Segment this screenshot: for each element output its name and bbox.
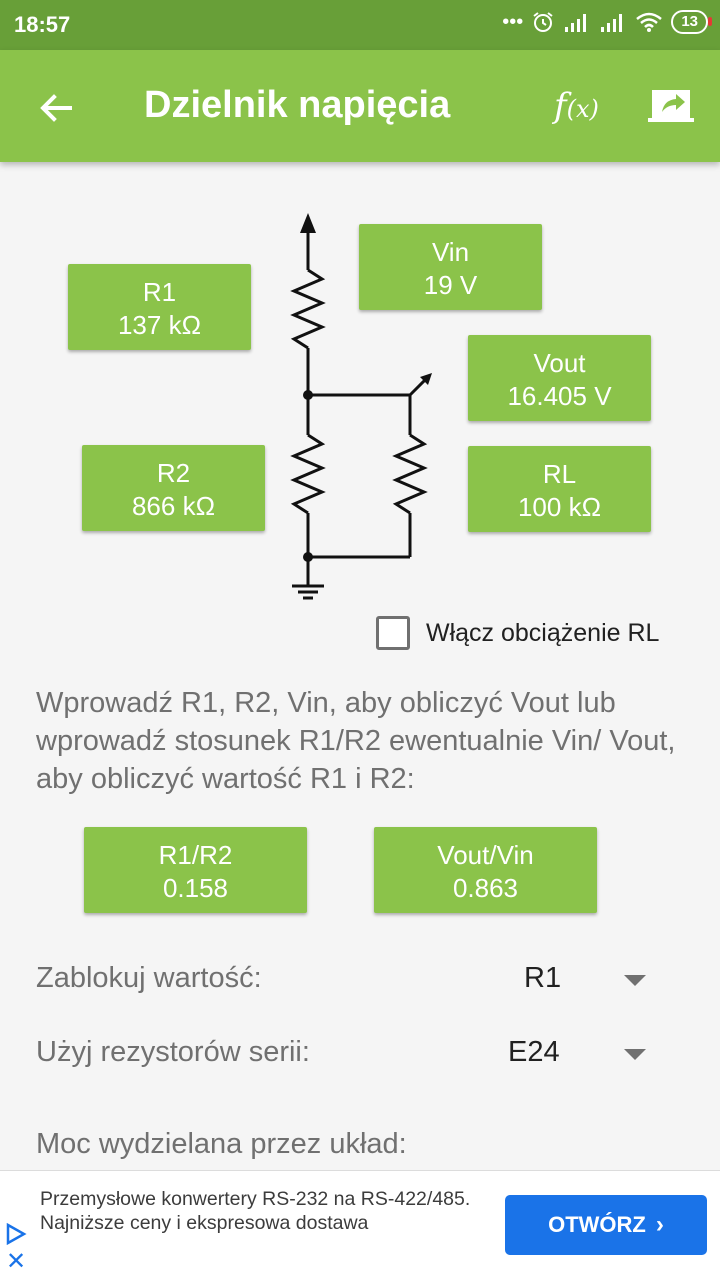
alarm-icon <box>533 12 553 32</box>
resistor-series-select[interactable]: E24 <box>508 1036 560 1068</box>
r1-box[interactable]: R1 137 kΩ <box>68 264 251 350</box>
voltage-divider-schematic <box>290 213 432 600</box>
wifi-icon <box>636 12 663 32</box>
r2-box[interactable]: R2 866 kΩ <box>82 445 265 531</box>
status-bar: 18:57 ••• 13 <box>0 0 720 50</box>
share-icon[interactable] <box>648 86 694 126</box>
status-icons: ••• 13 <box>502 10 712 34</box>
vout-label: Vout <box>533 348 586 378</box>
vin-arrow <box>300 213 316 233</box>
r1-resistor-symbol <box>290 268 326 350</box>
formula-button[interactable]: f(x) <box>554 86 599 126</box>
ad-open-button[interactable]: OTWÓRZ › <box>505 1195 707 1255</box>
vout-box[interactable]: Vout 16.405 V <box>468 335 651 421</box>
app-bar: Dzielnik napięcia f(x) <box>0 50 720 162</box>
ad-choices-icon[interactable] <box>5 1223 27 1245</box>
voutvin-value: 0.863 <box>452 873 519 903</box>
r1r2-box[interactable]: R1/R2 0.158 <box>84 827 307 913</box>
vin-label: Vin <box>431 237 470 267</box>
load-toggle[interactable]: Włącz obciążenie RL <box>376 616 659 650</box>
lock-value-select[interactable]: R1 <box>524 962 562 994</box>
more-dots-icon: ••• <box>502 10 524 33</box>
rl-resistor-symbol <box>392 433 428 515</box>
ad-text[interactable]: Przemysłowe konwertery RS-232 na RS-422/… <box>40 1188 471 1234</box>
vin-value: 19 V <box>423 270 478 300</box>
vin-box[interactable]: Vin 19 V <box>359 224 542 310</box>
close-icon[interactable]: ✕ <box>6 1248 27 1275</box>
instructions-text: Wprowadź R1, R2, Vin, aby obliczyć Vout … <box>36 687 676 795</box>
page-title: Dzielnik napięcia <box>144 84 451 126</box>
signal-icon <box>565 14 587 32</box>
chevron-right-icon: › <box>655 1211 664 1238</box>
voutvin-box[interactable]: Vout/Vin 0.863 <box>374 827 597 913</box>
load-checkbox[interactable] <box>376 616 410 650</box>
ad-banner[interactable]: ✕ Przemysłowe konwertery RS-232 na RS-42… <box>0 1170 720 1280</box>
r2-value: 866 kΩ <box>131 491 216 521</box>
formula-f: f <box>554 86 567 126</box>
vout-value: 16.405 V <box>507 381 612 411</box>
voutvin-label: Vout/Vin <box>437 840 534 870</box>
rl-label: RL <box>542 459 577 489</box>
resistor-series-label: Użyj rezystorów serii: <box>36 1036 310 1068</box>
r2-label: R2 <box>156 458 191 488</box>
r1r2-label: R1/R2 <box>158 840 233 870</box>
r1-label: R1 <box>142 277 177 307</box>
load-checkbox-label: Włącz obciążenie RL <box>426 618 660 647</box>
back-arrow-icon[interactable] <box>36 88 76 128</box>
caret-down-icon-series[interactable] <box>624 1049 646 1060</box>
r2-resistor-symbol <box>290 433 326 515</box>
power-label: Moc wydzielana przez układ: <box>36 1128 407 1160</box>
rl-box[interactable]: RL 100 kΩ <box>468 446 651 532</box>
caret-down-icon[interactable] <box>624 975 646 986</box>
ad-open-label: OTWÓRZ <box>548 1212 646 1237</box>
signal-icon-2 <box>601 14 623 32</box>
status-time: 18:57 <box>14 12 71 37</box>
r1-value: 137 kΩ <box>117 310 202 340</box>
rl-value: 100 kΩ <box>517 492 602 522</box>
lock-value-label: Zablokuj wartość: <box>36 962 262 994</box>
battery-icon: 13 <box>671 10 712 34</box>
r1r2-value: 0.158 <box>162 873 229 903</box>
formula-x: (x) <box>566 95 599 123</box>
